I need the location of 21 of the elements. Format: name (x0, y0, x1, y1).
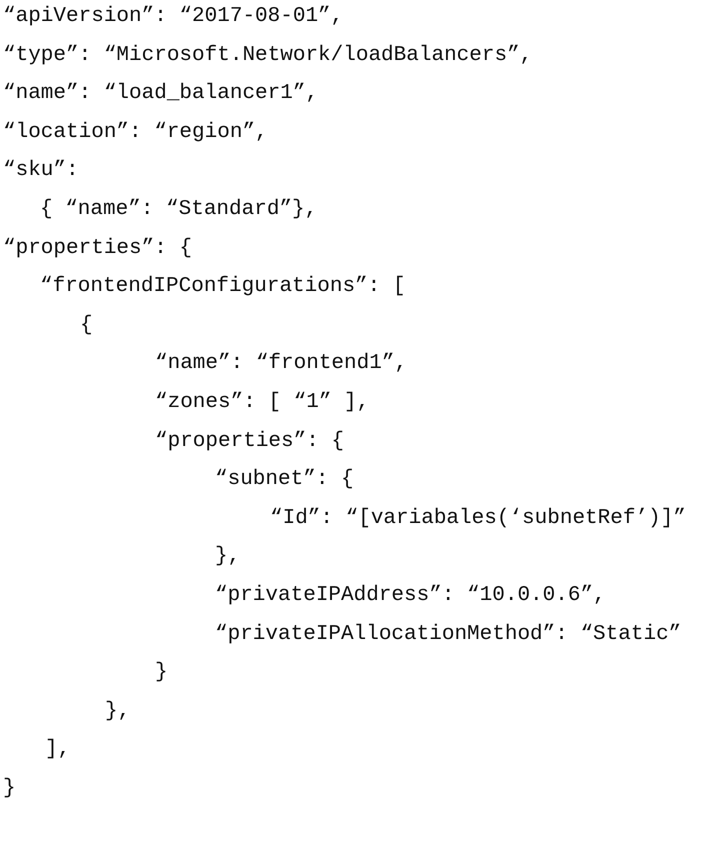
code-line: “privateIPAddress”: “10.0.0.6”, (215, 583, 606, 609)
code-line: } (155, 660, 168, 686)
code-line: “subnet”: { (215, 467, 354, 494)
code-line: “Id”: “[variabales(‘subnetRef’)]” (270, 506, 686, 532)
code-line: { “name”: “Standard”}, (40, 197, 318, 223)
code-line: “apiVersion”: “2017-08-01”, (3, 4, 344, 30)
code-line: “location”: “region”, (3, 120, 268, 146)
code-line: } (3, 776, 16, 802)
code-line: “zones”: [ “1” ], (155, 390, 370, 416)
code-line: “privateIPAllocationMethod”: “Static” (215, 622, 682, 648)
code-line: }, (105, 698, 130, 725)
code-line: “frontendIPConfigurations”: [ (40, 274, 406, 300)
code-line: ], (45, 737, 70, 764)
code-line: “properties”: { (155, 428, 344, 455)
code-line: “properties”: { (3, 236, 192, 262)
code-line: “name”: “load_balancer1”, (3, 81, 318, 108)
code-line: { (80, 312, 93, 339)
code-line: “name”: “frontend1”, (155, 351, 408, 378)
code-line: “type”: “Microsoft.Network/loadBalancers”, (3, 42, 532, 69)
code-line: “sku”: (3, 158, 79, 184)
code-line: }, (215, 544, 240, 570)
